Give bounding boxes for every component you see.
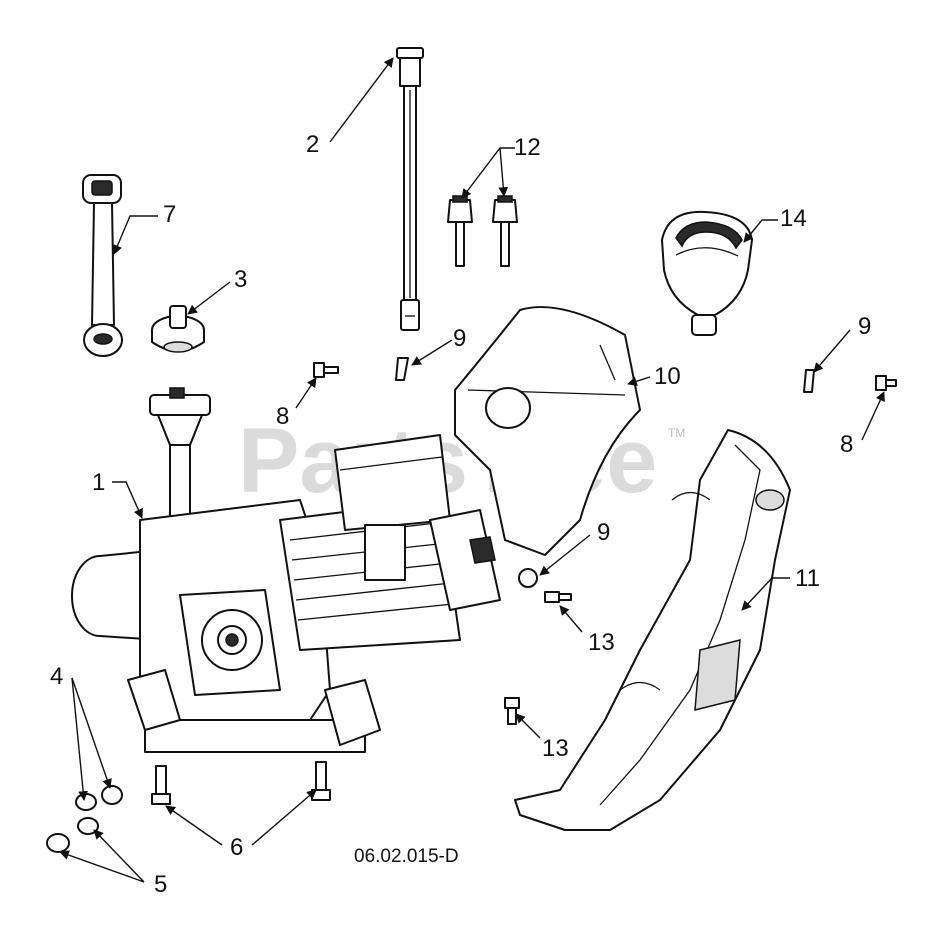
callout-1: 1 xyxy=(92,469,105,496)
callout-8-left: 8 xyxy=(276,403,289,430)
callout-5: 5 xyxy=(154,871,167,898)
part-bolt-8-right xyxy=(875,375,897,391)
callout-labels: 2 7 3 12 14 9 9 8 8 10 1 9 11 13 13 4 5 … xyxy=(50,131,871,898)
leader-lines xyxy=(59,57,885,883)
part-bolt-8-left xyxy=(313,362,339,378)
part-dipstick-tube xyxy=(396,47,424,331)
callout-8-right: 8 xyxy=(840,431,853,458)
part-shroud-10 xyxy=(454,306,641,556)
part-handle xyxy=(661,210,753,336)
callout-14: 14 xyxy=(780,205,807,232)
part-clip-9-right xyxy=(803,369,815,393)
drawing-code: 06.02.015-D xyxy=(354,846,459,867)
part-bolt-13-upper xyxy=(544,591,572,603)
callout-10: 10 xyxy=(654,363,681,390)
callout-9-mid: 9 xyxy=(597,519,610,546)
callout-6: 6 xyxy=(230,834,243,861)
callout-3: 3 xyxy=(234,266,247,293)
callout-11: 11 xyxy=(795,565,820,592)
callout-9-right: 9 xyxy=(858,313,871,340)
part-plugs-5 xyxy=(46,817,99,853)
part-bolt-13-lower xyxy=(504,697,520,725)
part-screws-12 xyxy=(447,195,518,267)
part-guard-11 xyxy=(514,429,791,831)
watermark-tm: TM xyxy=(668,426,685,440)
callout-2: 2 xyxy=(306,131,319,158)
callout-9-top: 9 xyxy=(453,325,466,352)
part-oil-cap xyxy=(151,305,205,353)
callout-13-upper: 13 xyxy=(588,629,615,656)
callout-12: 12 xyxy=(514,134,541,161)
callout-7: 7 xyxy=(163,201,176,228)
part-clip-9-top xyxy=(395,357,409,381)
callout-4: 4 xyxy=(50,663,63,690)
callout-13-lower: 13 xyxy=(542,735,569,762)
part-studs-6 xyxy=(151,761,331,805)
part-dipstick xyxy=(82,174,123,357)
part-engine xyxy=(71,387,538,753)
